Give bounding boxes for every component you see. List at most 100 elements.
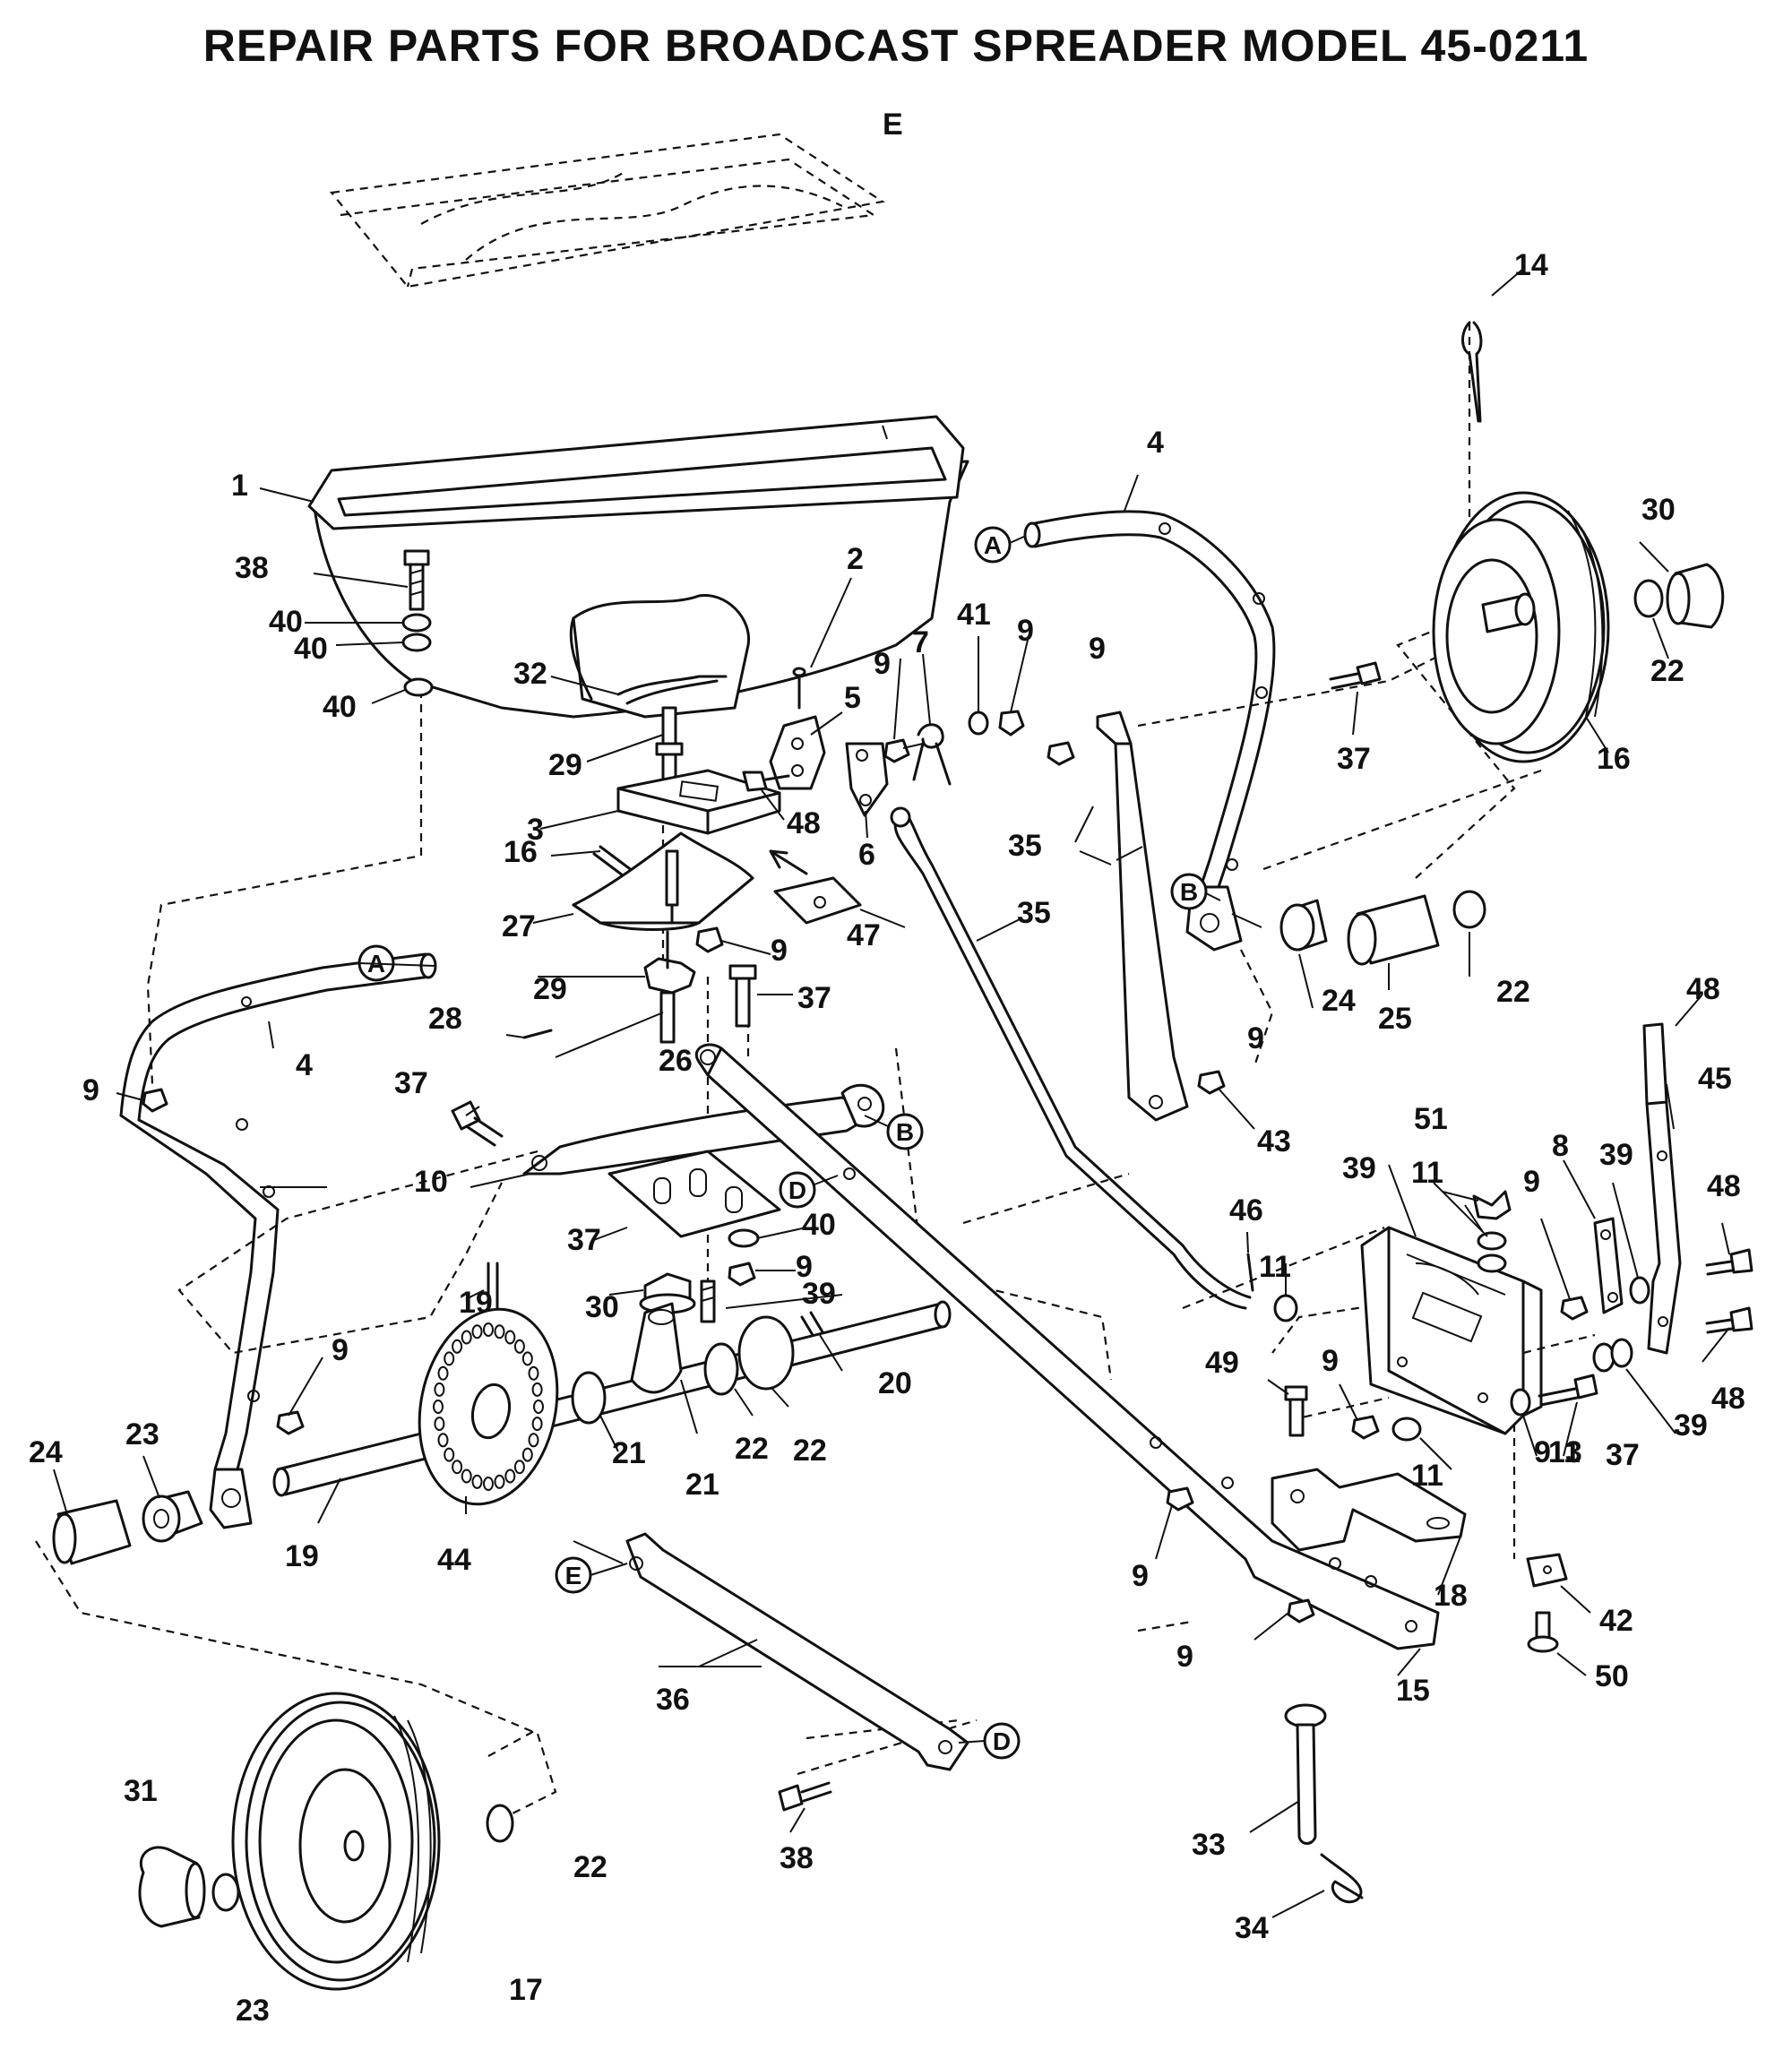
- part-label: E: [883, 108, 903, 142]
- part-label: 16: [1597, 742, 1631, 776]
- bolt-48-right-upper: [1705, 1248, 1753, 1276]
- part-label: 11: [1411, 1459, 1443, 1493]
- gear-hole: [452, 1460, 463, 1475]
- part-label: 9: [1176, 1640, 1193, 1674]
- gear-hole: [494, 1324, 505, 1339]
- part-label: 8: [1552, 1129, 1569, 1163]
- bolt-37-plate: [1538, 1374, 1598, 1407]
- part-label: 14: [1514, 248, 1548, 282]
- pinion-25: [659, 991, 676, 1044]
- nut-9-link-outer: [998, 710, 1025, 736]
- part-label: 28: [428, 1002, 462, 1036]
- bolt-48-upper: [742, 771, 790, 792]
- clip-41: [1526, 1553, 1568, 1588]
- hopper-1: [307, 415, 969, 719]
- part-label: 3: [527, 813, 544, 847]
- gear-hole: [504, 1469, 516, 1484]
- ref-a-right: A: [984, 531, 1002, 559]
- reference-letters: A A B B D D E: [367, 531, 1198, 1755]
- spacer-24-left: [52, 1499, 132, 1565]
- part-label: 20: [878, 1366, 912, 1400]
- part-label: 39: [1674, 1408, 1708, 1443]
- washer-40-plate: [728, 1228, 760, 1248]
- washer-11-right: [1510, 1388, 1531, 1417]
- part-label: 16: [504, 835, 538, 869]
- ref-b-right: B: [1180, 878, 1198, 906]
- part-label: 22: [1650, 654, 1684, 688]
- control-plate-42: [1360, 1226, 1543, 1435]
- nut-9-plate: [728, 1262, 756, 1287]
- gear-hole: [471, 1324, 483, 1339]
- gear-hole: [452, 1339, 463, 1354]
- part-label: 38: [780, 1841, 814, 1875]
- gear-hole: [437, 1433, 449, 1448]
- part-label: 40: [269, 605, 303, 639]
- gear-hole: [531, 1382, 543, 1397]
- ref-a-left: A: [367, 950, 385, 978]
- part-label: 38: [235, 551, 269, 585]
- part-label: 35: [1008, 829, 1042, 863]
- part-label: 9: [771, 934, 788, 968]
- bolt-37-wheel: [1329, 661, 1382, 690]
- part-label: 22: [793, 1434, 827, 1468]
- pinion-20: [630, 1302, 683, 1394]
- part-label: 39: [802, 1277, 836, 1311]
- washer-39-lever: [1629, 1276, 1650, 1305]
- part-label: 11: [1411, 1156, 1443, 1190]
- ref-e-lower: E: [565, 1562, 582, 1589]
- nut-9-tow-bar: [1287, 1598, 1315, 1624]
- control-lever-44: [1642, 1022, 1682, 1355]
- bushing-23-left: [142, 1490, 203, 1543]
- part-label: 9: [1132, 1559, 1149, 1593]
- gear-hole: [533, 1400, 544, 1414]
- part-label: 48: [787, 806, 821, 840]
- gear-hole: [444, 1447, 455, 1462]
- part-label: 24: [29, 1435, 63, 1469]
- plate-46: [773, 876, 862, 925]
- wheel-16-left: [231, 1692, 441, 1991]
- gear-hole: [531, 1417, 543, 1432]
- hub-cap-30-left: [138, 1846, 206, 1928]
- part-label: 9: [1247, 1021, 1264, 1055]
- gear-hole: [513, 1339, 525, 1354]
- part-label: 35: [1017, 896, 1051, 930]
- nut-9-lever: [1560, 1296, 1589, 1321]
- gear-hole: [433, 1400, 444, 1414]
- brace-35-lower: [625, 1532, 969, 1771]
- part-label: 1: [231, 469, 248, 503]
- washer-22-wheel-left-inner: [211, 1873, 240, 1912]
- part-label: 9: [1089, 632, 1106, 666]
- part-label: 41: [957, 598, 991, 632]
- part-label: 9: [874, 647, 891, 681]
- part-label: 37: [1337, 742, 1371, 776]
- pin-2: [792, 667, 806, 710]
- washer-22-wheel-right: [1633, 579, 1664, 618]
- handle-4-right: [1023, 510, 1276, 952]
- part-label: 34: [1235, 1911, 1269, 1945]
- part-label: 45: [1698, 1062, 1732, 1096]
- gear-28: [643, 930, 696, 995]
- hitch-bracket-17: [1271, 1468, 1467, 1552]
- part-label: 11: [1259, 1250, 1291, 1284]
- part-label: 42: [1599, 1604, 1633, 1638]
- part-label: 9: [332, 1333, 349, 1367]
- part-label: 9: [82, 1073, 99, 1107]
- washer-39-plate: [1477, 1253, 1507, 1273]
- part-label: 19: [285, 1539, 319, 1573]
- part-label: 43: [1257, 1124, 1291, 1159]
- part-label: 17: [509, 1973, 543, 2007]
- wing-nut-50: [1472, 1190, 1512, 1220]
- part-label: 9: [796, 1250, 813, 1284]
- washer-21-right: [703, 1342, 739, 1396]
- part-label: 37: [394, 1066, 428, 1100]
- part-label: 47: [847, 918, 881, 952]
- cotter-pin-13: [1461, 321, 1483, 423]
- hopper-cover-51: [329, 133, 885, 289]
- nut-9-lower-plate: [1351, 1415, 1380, 1440]
- gear-hole: [521, 1351, 533, 1366]
- gear-hole: [504, 1330, 516, 1345]
- part-label: 21: [685, 1468, 719, 1502]
- bolt-37-lower: [778, 1781, 832, 1812]
- gear-hole: [461, 1330, 472, 1345]
